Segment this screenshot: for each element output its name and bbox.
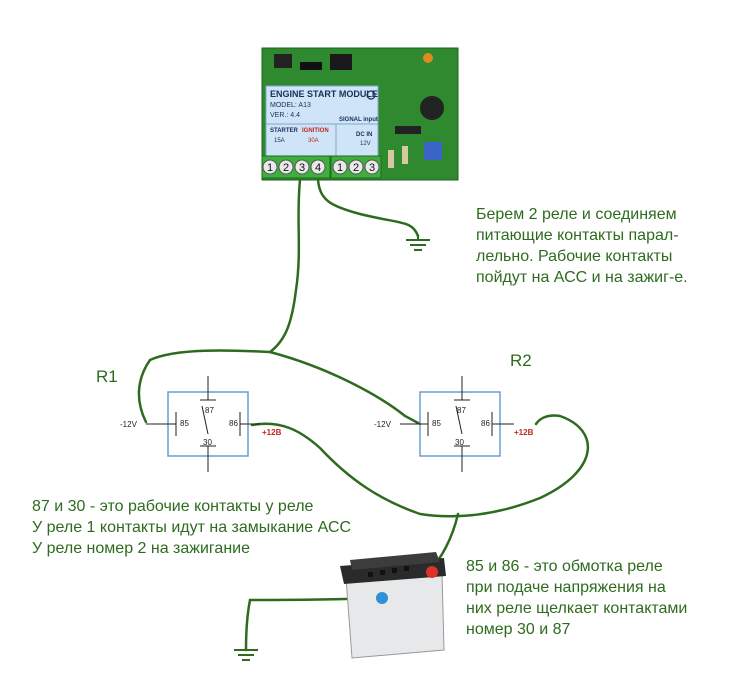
battery-icon	[340, 552, 446, 659]
gear-icon	[366, 90, 376, 100]
relay-r2-plus: +12В	[514, 428, 534, 437]
note-line: 85 и 86 - это обмотка реле	[466, 558, 663, 575]
terminal-screw-icon	[278, 159, 294, 175]
relay-r2-pin85: 85	[432, 419, 441, 428]
module-ignition-amp: 30A	[308, 138, 319, 144]
terminal-number: 4	[315, 162, 321, 174]
wire-r1-plus	[250, 414, 590, 518]
relay-r1-pin86: 86	[229, 419, 238, 428]
relay-r1-minus: -12V	[120, 420, 137, 429]
relay-r1-pin85: 85	[180, 419, 189, 428]
relay-r1-pin30: 30	[203, 438, 212, 447]
module-version: VER.: 4.4	[270, 112, 300, 119]
module-label	[265, 85, 379, 157]
wires	[137, 178, 590, 652]
terminal-screw-icon	[348, 159, 364, 175]
note-line: них реле щелкает контактами	[466, 600, 688, 617]
note-line: У реле номер 2 на зажигание	[32, 540, 250, 557]
terminal-number: 3	[369, 162, 375, 174]
note-line: 87 и 30 - это рабочие контакты у реле	[32, 498, 314, 515]
note-line: Берем 2 реле и соединяем	[476, 206, 677, 223]
ground-icon	[234, 649, 258, 661]
module-starter-amp: 15A	[274, 138, 285, 144]
terminal-number: 2	[283, 162, 289, 174]
battery-plus-terminal	[426, 566, 438, 578]
relay-r2-pin86: 86	[481, 419, 490, 428]
wire-relays-crossover	[268, 350, 422, 426]
terminal-number: 1	[337, 162, 343, 174]
terminal-number: 2	[353, 162, 359, 174]
battery-minus-terminal	[376, 592, 388, 604]
relay-r1-label: R1	[96, 367, 118, 386]
terminal-screw-icon	[332, 159, 348, 175]
capacitor-icon	[420, 96, 444, 120]
wire-module-ground	[316, 178, 420, 238]
led-icon	[423, 53, 433, 63]
note-line: при подаче напряжения на	[466, 579, 666, 596]
relay-r2-pin87: 87	[457, 406, 466, 415]
relay-r2-pin30: 30	[455, 438, 464, 447]
terminal-screw-icon	[310, 159, 326, 175]
module-signal-label: SIGNAL input	[339, 117, 378, 123]
note-middle: 87 и 30 - это рабочие контакты у реле У …	[32, 496, 351, 559]
relay-switch-icon	[201, 405, 209, 435]
trimmer-icon	[424, 142, 442, 160]
module-model: MODEL: A13	[270, 102, 311, 109]
terminal-screw-icon	[364, 159, 380, 175]
terminal-number: 3	[299, 162, 305, 174]
note-line: У реле 1 контакты идут на замыкание АСС	[32, 519, 352, 536]
module-dcin-voltage: 12V	[360, 141, 371, 147]
wire-module-to-relays	[137, 178, 302, 424]
relay-r1-plus: +12В	[262, 428, 282, 437]
terminal-screw-icon	[294, 159, 310, 175]
relay-r1	[146, 376, 260, 472]
wire-battery-minus	[244, 596, 382, 652]
module-starter-label: STARTER	[270, 128, 298, 134]
note-line: лельно. Рабочие контакты	[476, 248, 673, 265]
note-top: Берем 2 реле и соединяем питающие контак…	[476, 204, 688, 288]
relay-r2	[400, 376, 514, 472]
relay-r1-pin87: 87	[205, 406, 214, 415]
note-line: номер 30 и 87	[466, 621, 571, 638]
relay-r2-minus: -12V	[374, 420, 391, 429]
module-dcin-label: DC IN	[356, 132, 373, 138]
note-line: пойдут на АСС и на зажиг-е.	[476, 269, 688, 286]
terminal-screw-icon	[262, 159, 278, 175]
module-ignition-label: IGNITION	[302, 128, 329, 134]
ground-icon	[406, 236, 430, 251]
relay-switch-icon	[455, 405, 463, 435]
terminal-number: 1	[267, 162, 273, 174]
module-title: ENGINE START MODULE	[270, 89, 378, 99]
note-line: питающие контакты парал-	[476, 227, 679, 244]
note-bottom: 85 и 86 - это обмотка реле при подаче на…	[466, 556, 687, 640]
relay-r2-label: R2	[510, 351, 532, 370]
